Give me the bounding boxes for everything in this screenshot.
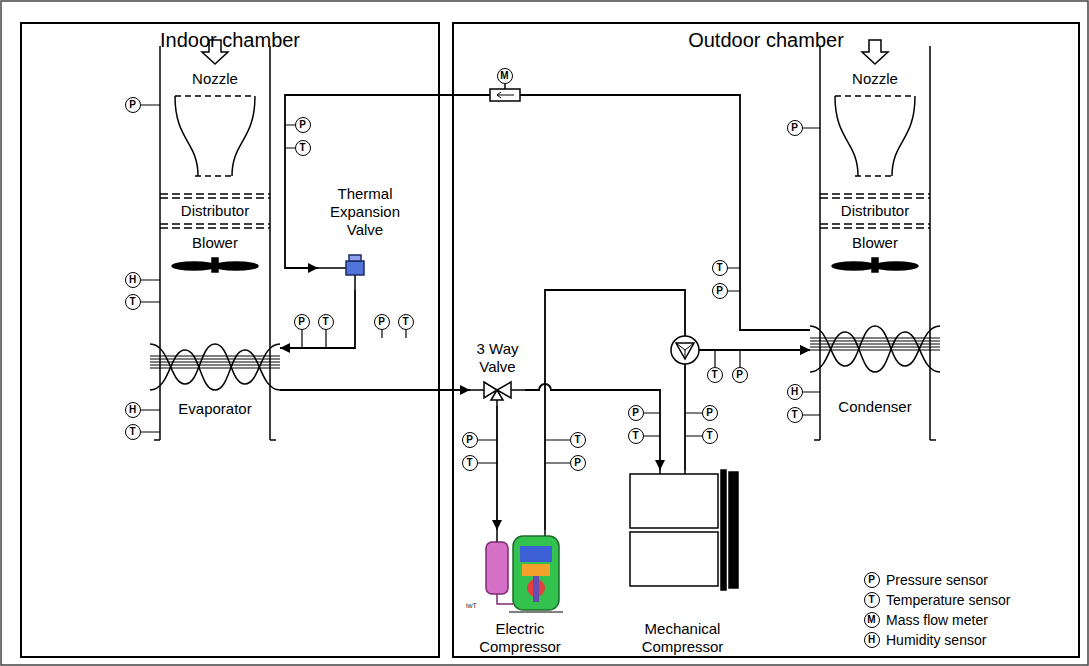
mechanical-compressor: Mechanical Compressor — [625, 470, 740, 654]
sensor-symbol: P — [374, 314, 390, 330]
sensor-symbol: P — [125, 97, 141, 113]
sensor-symbol: H — [864, 632, 880, 648]
air-duct-label: Nozzle — [150, 70, 280, 88]
sensor-stems — [141, 105, 820, 463]
air-duct-label: Nozzle — [810, 70, 940, 88]
airflow-arrow — [862, 40, 888, 64]
sensor-symbol: T — [628, 428, 644, 444]
mass-flow-meter — [490, 84, 520, 101]
sensor-symbol: T — [318, 314, 334, 330]
refrigerant-line — [685, 350, 810, 470]
chamber-box-label: Outdoor chamber — [452, 28, 1080, 52]
air-duct-label: Blower — [810, 234, 940, 252]
sensor-symbol: P — [570, 455, 586, 471]
sensor-symbol: T — [787, 407, 803, 423]
sensor-symbol: T — [462, 455, 478, 471]
air-duct-label: Distributor — [150, 202, 280, 220]
refrigerant-line — [280, 389, 470, 391]
refrigerant-line — [496, 406, 498, 530]
four-way-valve — [671, 336, 699, 364]
expansion-valve: Thermal Expansion Valve — [318, 185, 412, 290]
air-duct-label: Condenser — [810, 398, 940, 416]
sensor-symbol: M — [497, 68, 513, 84]
three-way-valve: 3 Way Valve — [470, 340, 525, 406]
refrigerant-line — [545, 290, 810, 530]
air-duct-label: Distributor — [810, 202, 940, 220]
sensor-symbol: P — [864, 572, 880, 588]
air-duct-label: Blower — [150, 234, 280, 252]
sensor-symbol: T — [570, 432, 586, 448]
electric-compressor-label: Electric Compressor — [465, 620, 575, 656]
sensor-symbol: P — [702, 405, 718, 421]
legend-text: Pressure sensor — [886, 571, 988, 589]
electric-compressor: Electric Compressor — [465, 530, 575, 654]
sensor-symbol: T — [125, 424, 141, 440]
chamber-box-label: Indoor chamber — [20, 28, 440, 52]
legend-text: Temperature sensor — [886, 591, 1011, 609]
air-duct: NozzleDistributorBlowerCondenser — [810, 46, 940, 440]
sensor-symbol: T — [398, 314, 414, 330]
mechanical-compressor-label: Mechanical Compressor — [625, 620, 740, 656]
refrigerant-line — [285, 95, 810, 330]
legend-text: Mass flow meter — [886, 611, 988, 629]
sensor-symbol: H — [125, 272, 141, 288]
chamber-box: Outdoor chamber 3 Way ValveElectric Compr… — [452, 22, 1080, 658]
sensor-symbol: P — [712, 283, 728, 299]
sensor-symbol: T — [125, 294, 141, 310]
sensor-symbol: P — [732, 367, 748, 383]
sensor-symbol: T — [712, 260, 728, 276]
sensor-symbol: P — [462, 432, 478, 448]
sensor-symbol: P — [787, 120, 803, 136]
air-duct: NozzleDistributorBlowerEvaporator — [150, 46, 280, 440]
sensor-symbol: H — [125, 402, 141, 418]
legend-text: Humidity sensor — [886, 631, 986, 649]
sensor-symbol: P — [294, 314, 310, 330]
air-duct-label: Evaporator — [150, 400, 280, 418]
sensor-symbol: T — [295, 140, 311, 156]
refrigerant-line — [280, 290, 355, 348]
model-mark: iwT — [466, 602, 477, 610]
sensor-symbol: P — [628, 405, 644, 421]
sensor-symbol: T — [702, 428, 718, 444]
sensor-symbol: P — [295, 117, 311, 133]
sensor-symbol: T — [707, 367, 723, 383]
chamber-box: Indoor chamberNozzleDistributorBlowerEva… — [20, 22, 440, 658]
sensor-symbol: T — [864, 592, 880, 608]
sensor-symbol: M — [864, 612, 880, 628]
expansion-valve-label: Thermal Expansion Valve — [318, 185, 412, 239]
three-way-valve-label: 3 Way Valve — [470, 340, 525, 376]
sensor-symbol: H — [787, 384, 803, 400]
